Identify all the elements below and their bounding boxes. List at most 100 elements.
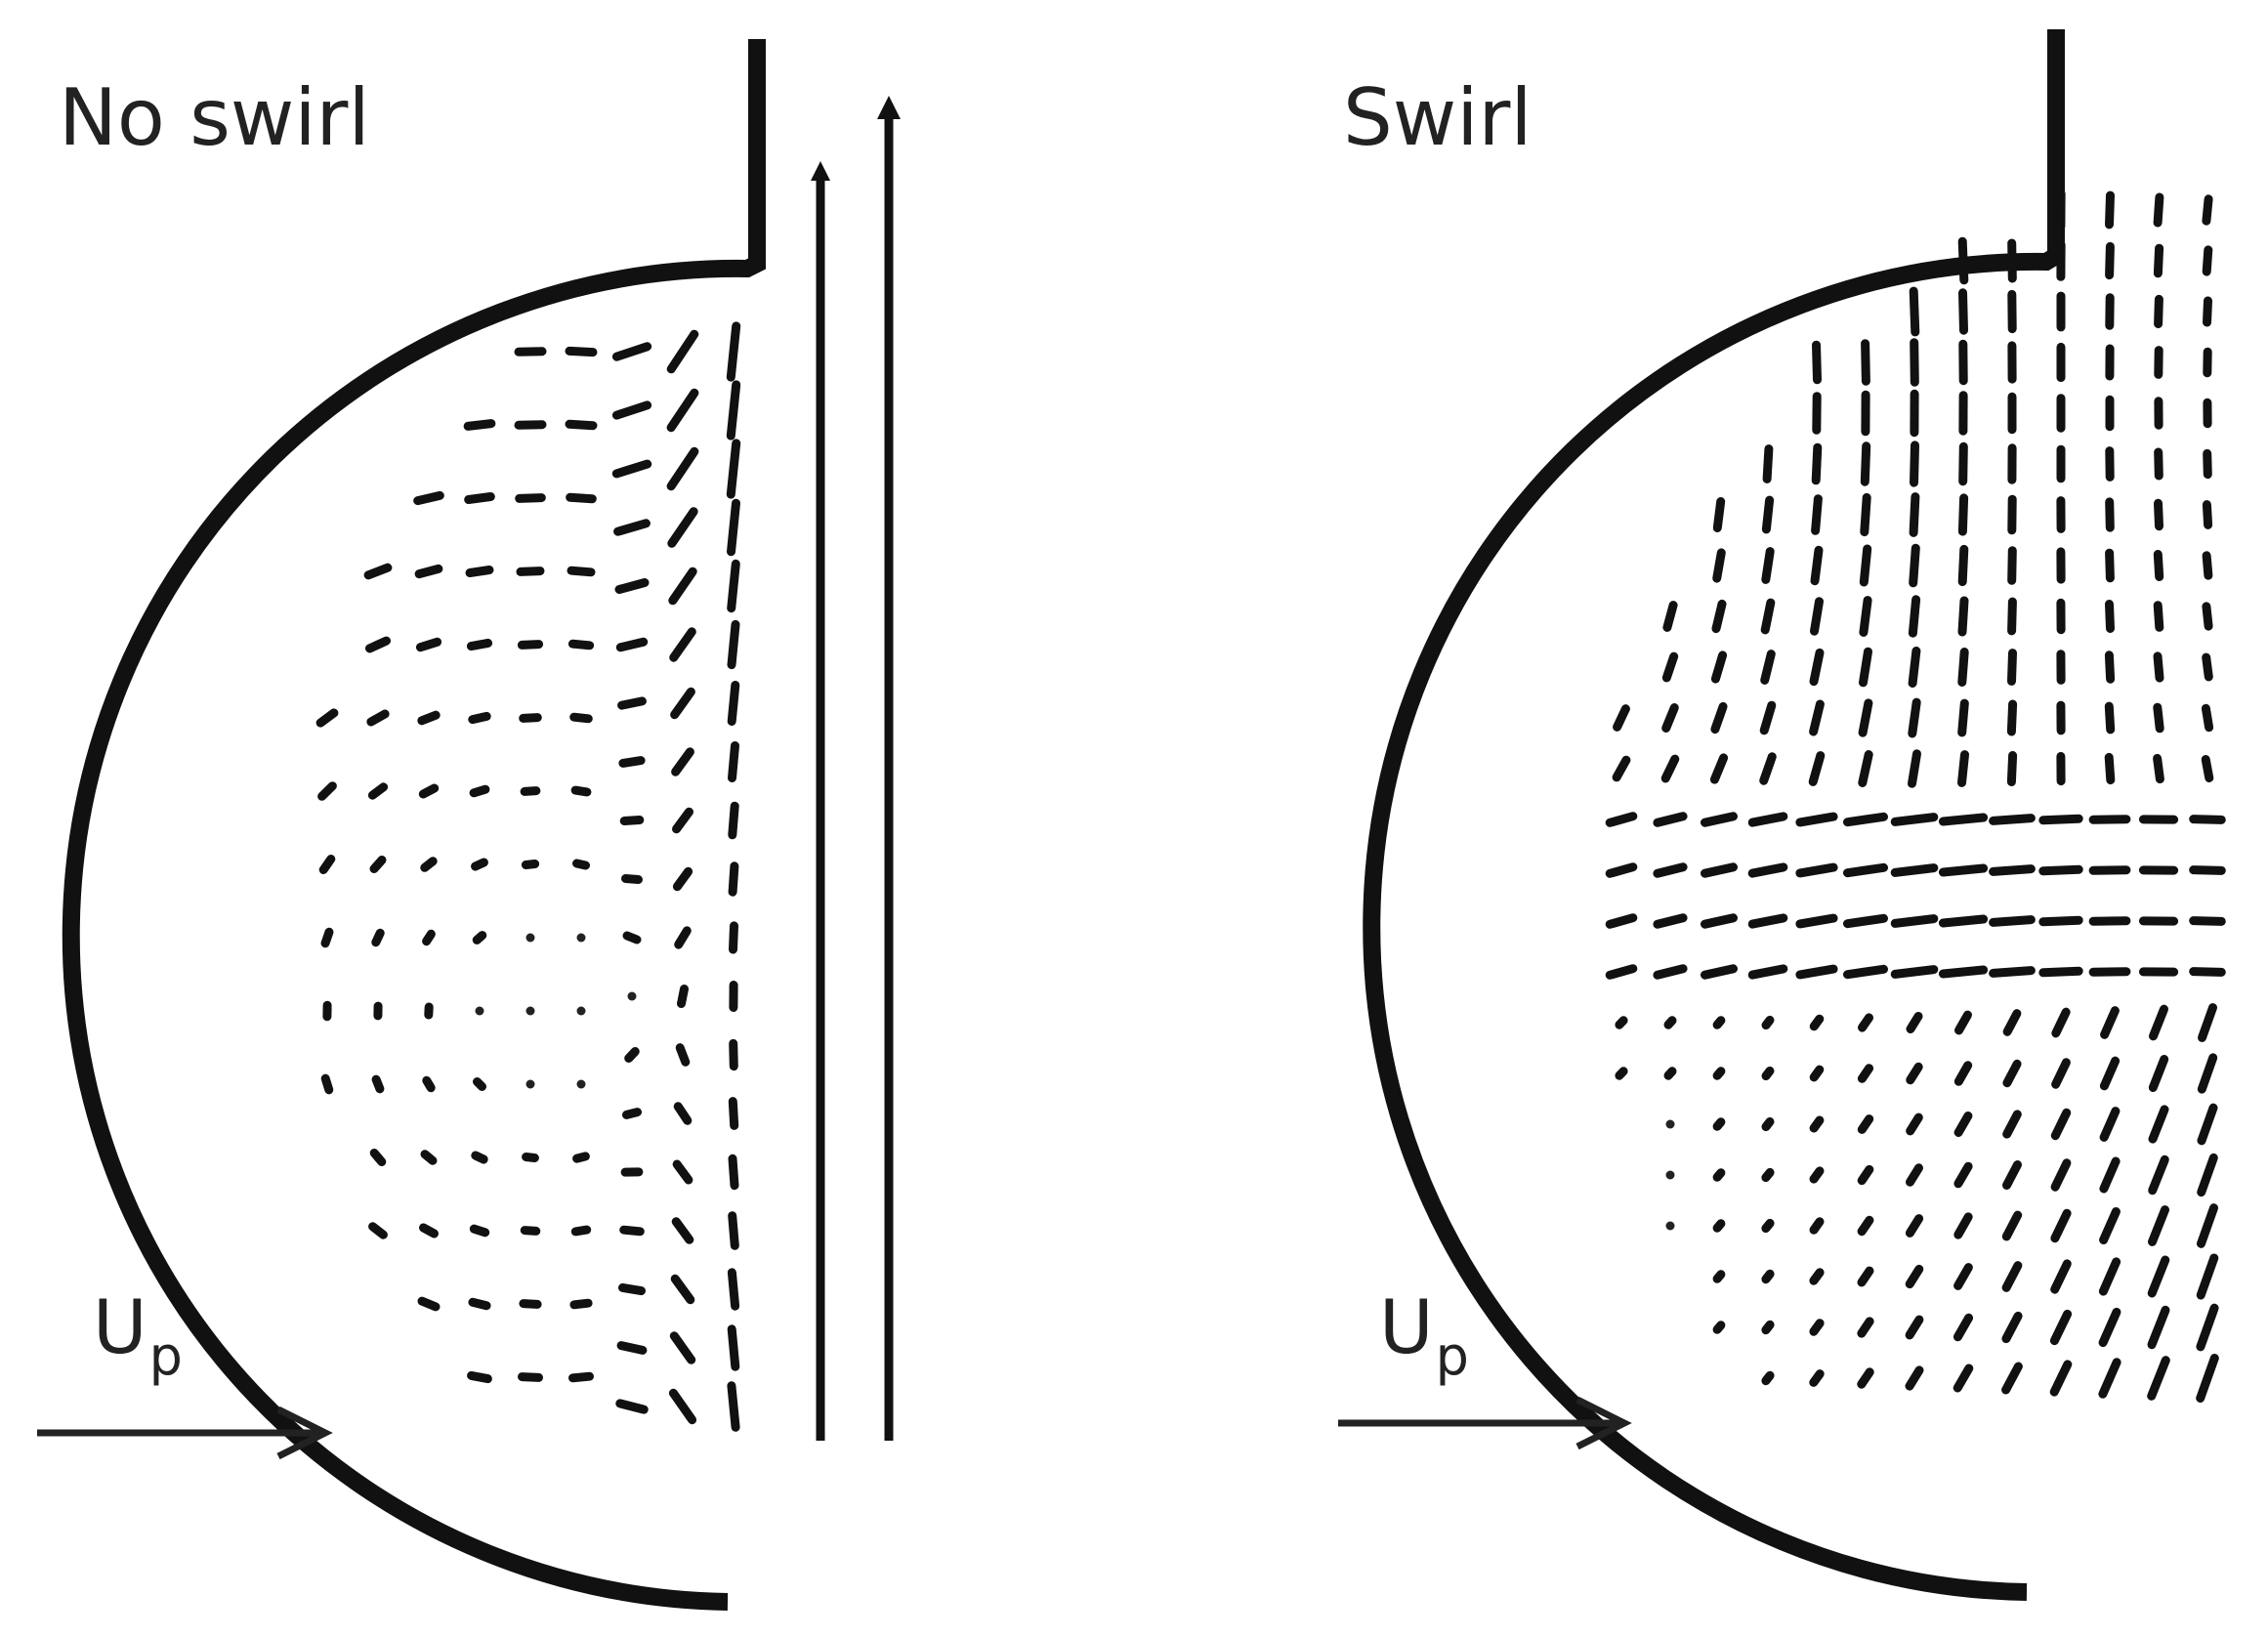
velocity-vector xyxy=(417,1296,441,1312)
velocity-vector xyxy=(2105,600,2115,633)
velocity-vector xyxy=(2049,1360,2073,1397)
velocity-vector xyxy=(473,1077,486,1091)
velocity-vector xyxy=(1938,813,1989,826)
velocity-vector xyxy=(2149,1004,2168,1041)
velocity-vector xyxy=(2196,1303,2219,1352)
chamber-wall-no-swirl xyxy=(62,39,766,1611)
velocity-vector xyxy=(1761,1015,1775,1030)
velocity-vector xyxy=(2104,651,2116,684)
velocity-vector xyxy=(471,858,488,871)
velocity-vector xyxy=(627,991,637,1001)
velocity-vector xyxy=(2038,814,2083,825)
velocity-vector xyxy=(318,855,336,874)
velocity-vector xyxy=(727,681,740,726)
velocity-vector xyxy=(729,921,738,954)
velocity-vector xyxy=(2153,651,2164,683)
velocity-vector xyxy=(472,931,487,944)
velocity-vector xyxy=(1953,1212,1973,1239)
velocity-vector xyxy=(2198,1003,2217,1042)
velocity-vector xyxy=(1615,1067,1628,1080)
velocity-vector xyxy=(2001,1261,2023,1292)
velocity-vector xyxy=(2154,498,2163,531)
velocity-vector xyxy=(2197,1103,2218,1146)
velocity-vector xyxy=(1953,1313,1974,1342)
velocity-vector xyxy=(572,1152,590,1163)
velocity-vector xyxy=(1808,751,1826,786)
velocity-vector xyxy=(570,1225,592,1237)
velocity-vector xyxy=(475,1006,484,1016)
velocity-vector xyxy=(617,696,647,710)
velocity-vector xyxy=(673,1102,693,1125)
velocity-vector xyxy=(520,1226,541,1236)
velocity-vector xyxy=(1810,545,1824,586)
velocity-vector xyxy=(1989,966,2036,978)
velocity-vector xyxy=(2153,550,2164,581)
velocity-vector xyxy=(2007,238,2017,283)
velocity-vector xyxy=(1957,648,1969,687)
velocity-vector xyxy=(728,1097,739,1130)
velocity-vector xyxy=(672,1159,693,1185)
velocity-vector xyxy=(469,1224,490,1238)
velocity-vector xyxy=(2202,551,2213,580)
velocity-vector xyxy=(2202,194,2213,226)
velocity-vector xyxy=(1861,339,1870,386)
velocity-vector xyxy=(2050,1259,2072,1294)
velocity-vector xyxy=(1859,647,1872,688)
velocity-vector xyxy=(1795,913,1838,929)
velocity-vector xyxy=(1989,814,2036,825)
velocity-vector xyxy=(1809,1369,1825,1387)
velocity-vector xyxy=(521,860,540,869)
velocity-vector xyxy=(2098,1257,2121,1296)
velocity-vector xyxy=(2088,865,2131,875)
velocity-vector xyxy=(1890,914,1939,928)
velocity-vector xyxy=(1812,340,1822,385)
velocity-vector xyxy=(1809,1268,1825,1285)
velocity-vector xyxy=(371,1074,385,1094)
velocity-vector xyxy=(422,929,436,946)
velocity-vector xyxy=(2088,967,2131,977)
velocity-vector xyxy=(1615,1016,1628,1029)
velocity-vector xyxy=(726,439,741,499)
velocity-vector xyxy=(1858,1013,1873,1032)
velocity-vector xyxy=(675,1043,691,1067)
velocity-vector xyxy=(1795,964,1838,980)
velocity-vector xyxy=(2203,448,2212,480)
velocity-vector xyxy=(1653,964,1688,980)
velocity-vector xyxy=(415,637,442,652)
velocity-vector xyxy=(1761,547,1775,584)
velocity-vector xyxy=(726,380,741,441)
velocity-vector xyxy=(1957,750,1969,787)
velocity-vector xyxy=(1938,965,1989,979)
velocity-vector xyxy=(1954,1010,1972,1035)
velocity-vector xyxy=(2202,245,2213,276)
velocity-vector xyxy=(1858,750,1873,787)
velocity-vector xyxy=(2196,1253,2219,1300)
velocity-vector xyxy=(2099,1056,2121,1091)
velocity-vector xyxy=(1859,544,1872,587)
velocity-vector xyxy=(2038,864,2083,876)
velocity-vector xyxy=(1957,236,1969,285)
velocity-vector xyxy=(674,926,692,949)
velocity-vector xyxy=(2050,1208,2072,1243)
velocity-vector xyxy=(519,713,542,723)
velocity-vector xyxy=(1760,598,1776,635)
velocity-vector xyxy=(368,1222,388,1239)
velocity-vector xyxy=(420,857,438,872)
velocity-vector xyxy=(727,1324,740,1371)
velocity-vector xyxy=(2051,1058,2071,1089)
velocity-vector xyxy=(668,1388,697,1425)
velocity-vector xyxy=(1712,548,1726,583)
velocity-vector xyxy=(1712,1016,1726,1029)
velocity-vector xyxy=(1762,444,1774,483)
velocity-vector xyxy=(2006,751,2018,786)
velocity-vector xyxy=(670,687,695,720)
velocity-vector xyxy=(1661,703,1679,733)
velocity-vector xyxy=(2189,815,2226,824)
velocity-vector xyxy=(469,784,490,798)
velocity-vector xyxy=(1761,1218,1775,1234)
velocity-vector xyxy=(2197,1053,2218,1094)
velocity-vector xyxy=(1953,1061,1973,1086)
velocity-vector xyxy=(622,1108,642,1119)
velocity-vector xyxy=(518,1372,543,1382)
velocity-vector xyxy=(2201,755,2214,782)
